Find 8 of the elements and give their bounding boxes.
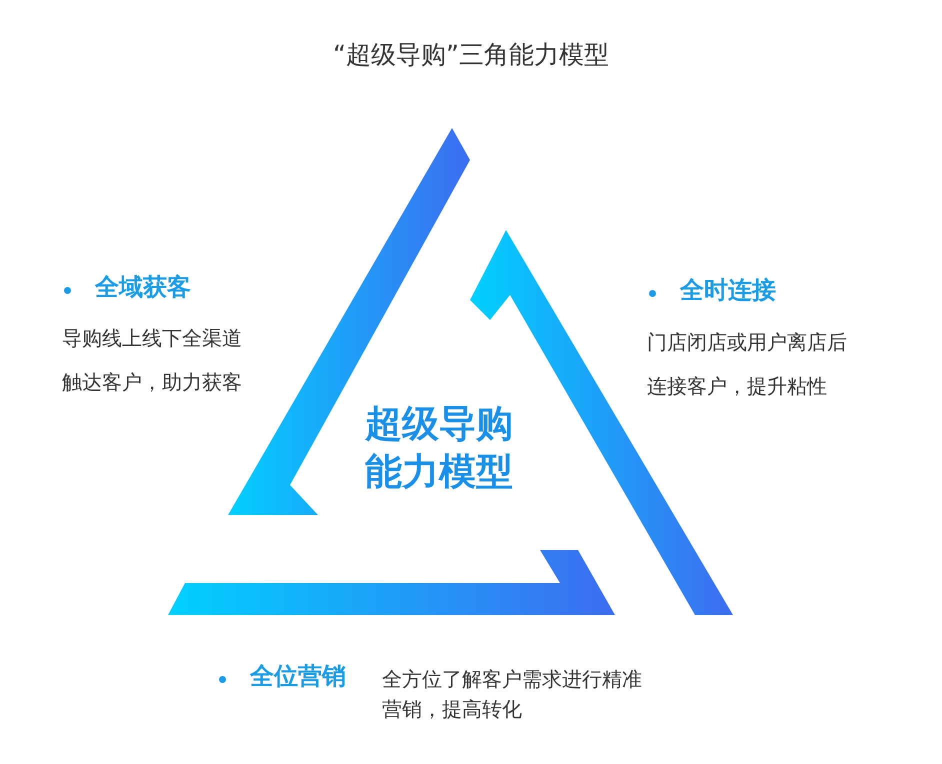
title: “超级导购”三角能力模型	[332, 39, 610, 71]
section-heading: 全时连接	[680, 275, 776, 306]
section-heading: 全域获客	[95, 272, 191, 303]
description-text: 门店闭店或用户离店后连接客户，提升粘性	[647, 329, 848, 400]
center-title: 超级导购能力模型	[365, 401, 514, 495]
section-heading: 全位营销	[250, 661, 346, 692]
description-text: 导购线上线下全渠道触达客户，助力获客	[62, 325, 243, 396]
description-text: 全方位了解客户需求进行精准营销，提高转化	[382, 666, 643, 723]
